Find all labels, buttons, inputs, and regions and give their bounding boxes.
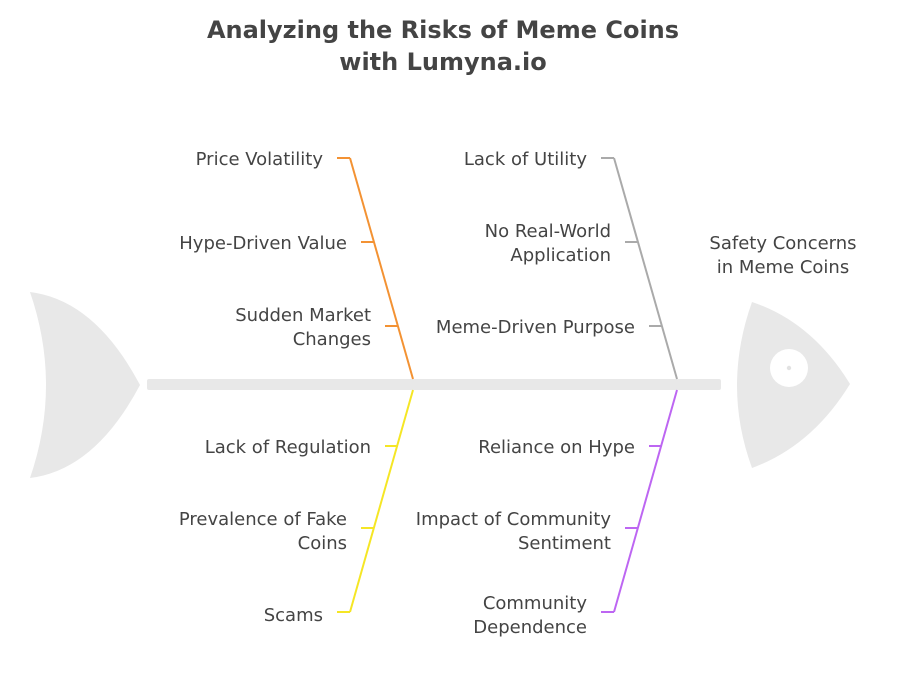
bone-volatility: Price Volatility Hype-Driven Value Sudde…: [179, 149, 414, 380]
fish-tail: [30, 292, 140, 478]
cause-label: Coins: [298, 533, 347, 554]
cause-label: Hype-Driven Value: [179, 233, 347, 254]
cause-label: Reliance on Hype: [478, 437, 635, 458]
cause-label: Application: [510, 245, 611, 266]
bone-utility: Lack of Utility No Real-World Applicatio…: [436, 149, 678, 380]
diagram-title-line-1: Analyzing the Risks of Meme Coins: [207, 16, 679, 44]
bone-community-spine: [613, 389, 678, 613]
bone-regulation-spine: [349, 389, 414, 613]
diagram-title-line-2: with Lumyna.io: [339, 48, 546, 76]
cause-label: Dependence: [473, 617, 587, 638]
cause-label: Meme-Driven Purpose: [436, 317, 635, 338]
effect-label-line-1: Safety Concerns: [709, 233, 856, 254]
bone-utility-spine: [613, 157, 678, 380]
fish-pupil: [786, 365, 792, 371]
cause-label: Lack of Regulation: [205, 437, 371, 458]
cause-label: Community: [483, 593, 588, 614]
cause-label: Sentiment: [518, 533, 611, 554]
effect-label-line-2: in Meme Coins: [717, 257, 849, 278]
cause-label: Impact of Community: [416, 509, 612, 530]
cause-label: Price Volatility: [196, 149, 324, 170]
cause-label: Prevalence of Fake: [179, 509, 347, 530]
cause-label: Scams: [264, 605, 323, 626]
cause-label: Changes: [293, 329, 371, 350]
cause-label: Sudden Market: [235, 305, 371, 326]
bone-regulation: Lack of Regulation Prevalence of Fake Co…: [179, 389, 414, 626]
bone-volatility-spine: [349, 157, 414, 380]
cause-label: Lack of Utility: [464, 149, 587, 170]
bone-community: Reliance on Hype Impact of Community Sen…: [416, 389, 678, 638]
cause-label: No Real-World: [485, 221, 611, 242]
fish-spine: [147, 379, 721, 390]
